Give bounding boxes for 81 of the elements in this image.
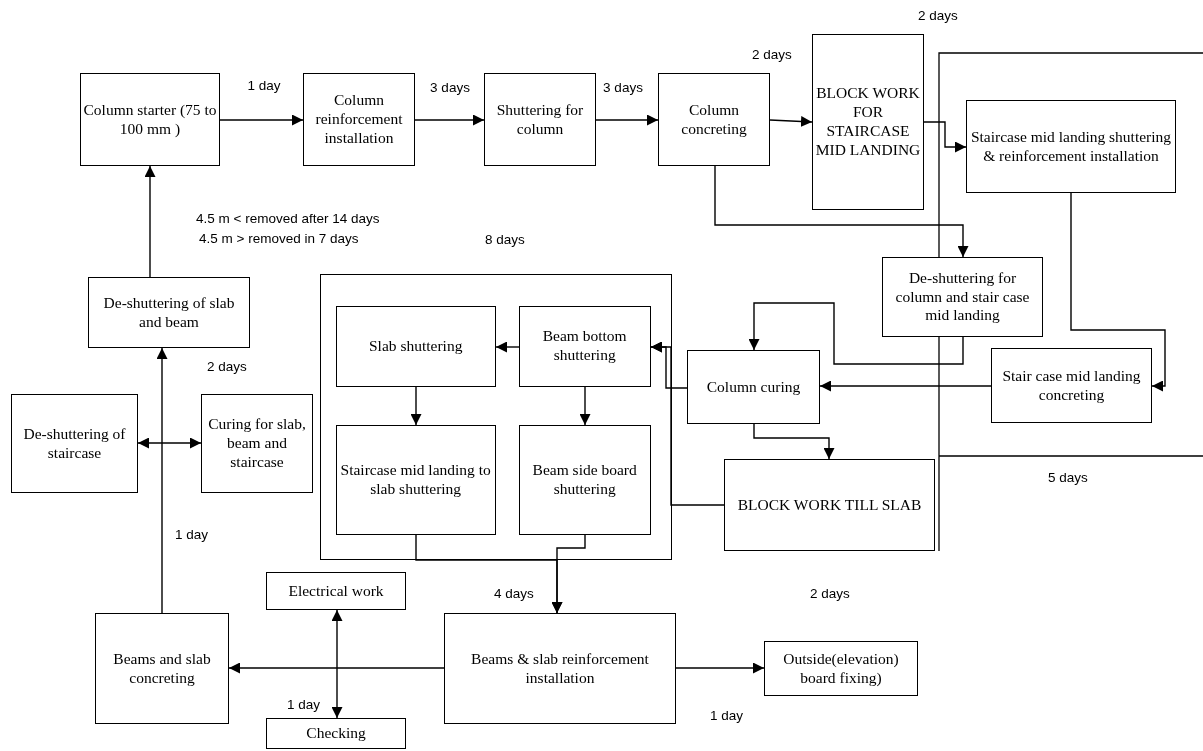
process-box xyxy=(764,641,918,696)
process-box xyxy=(882,257,1043,337)
process-box xyxy=(966,100,1176,193)
box-label: BLOCK WORK TILL SLAB xyxy=(737,495,922,515)
box-label: Shuttering for column xyxy=(495,100,585,139)
arrow xyxy=(495,341,520,353)
arrow xyxy=(714,165,969,258)
group-frame xyxy=(320,274,672,560)
arrow xyxy=(414,114,485,126)
box-label: Outside(elevation) board fixing) xyxy=(782,649,900,688)
arrow xyxy=(1070,192,1166,392)
duration-note: 5 days xyxy=(1048,470,1088,486)
duration-note: 2 days xyxy=(207,359,247,375)
process-box xyxy=(95,613,229,724)
arrow xyxy=(579,386,591,426)
box-label: Slab shuttering xyxy=(368,336,463,356)
box-label: Column curing xyxy=(706,377,801,397)
arrow xyxy=(595,114,659,126)
arrow xyxy=(219,114,304,126)
box-label: Column concreting xyxy=(680,100,748,139)
arrow xyxy=(650,341,725,506)
process-box xyxy=(335,305,496,387)
box-label: Checking xyxy=(306,724,366,743)
process-box xyxy=(444,613,676,724)
duration-note: 1 day xyxy=(710,708,744,724)
arrow xyxy=(753,423,835,460)
process-box xyxy=(687,350,820,424)
edge-label: 1 day xyxy=(246,78,282,94)
arrow xyxy=(156,347,168,614)
process-box xyxy=(991,348,1152,423)
edge-label: 3 days xyxy=(602,80,644,96)
arrow xyxy=(331,609,343,719)
box-label: Staircase mid landing shuttering & reinforcement installation xyxy=(969,127,1173,166)
process-box xyxy=(266,572,406,610)
arrow xyxy=(748,302,964,365)
process-box xyxy=(658,73,770,166)
arrow xyxy=(228,662,445,674)
arrow xyxy=(137,437,202,449)
process-box xyxy=(201,394,313,493)
box-label: Electrical work xyxy=(288,581,384,601)
arrow xyxy=(769,116,813,127)
box-label: Stair case mid landing concreting xyxy=(1001,366,1142,405)
process-box xyxy=(11,394,138,493)
box-label: Column reinforcement installation xyxy=(314,91,404,148)
process-box xyxy=(518,305,651,387)
edge-label: 3 days xyxy=(429,80,471,96)
box-label: Column starter (75 to 100 mm ) xyxy=(83,100,217,139)
box-label: Beam side board shuttering xyxy=(531,460,638,499)
box-label: Staircase mid landing to slab shuttering xyxy=(339,460,492,499)
box-label: Beams and slab concreting xyxy=(112,649,212,688)
duration-note: 2 days xyxy=(810,586,850,602)
duration-note: 2 days xyxy=(752,47,792,63)
process-box xyxy=(266,718,406,749)
arrow xyxy=(144,165,156,278)
duration-note: 1 day xyxy=(175,527,209,543)
box-label: De-shuttering of staircase xyxy=(22,424,127,463)
duration-note: 4.5 m < removed after 14 days xyxy=(196,211,380,227)
process-box xyxy=(724,459,935,551)
box-label: De-shuttering of slab and beam xyxy=(102,293,236,332)
process-box xyxy=(335,424,496,535)
duration-note: 8 days xyxy=(485,232,525,248)
arrow xyxy=(819,380,992,392)
process-box xyxy=(484,73,596,166)
process-box xyxy=(80,73,220,166)
arrow xyxy=(675,662,765,674)
process-box xyxy=(518,424,651,535)
process-box xyxy=(303,73,415,166)
box-label: De-shuttering for column and stair case mid landing xyxy=(894,268,1031,326)
duration-note: 2 days xyxy=(918,8,958,24)
box-label: BLOCK WORK FOR STAIRCASE MID LANDING xyxy=(815,84,921,160)
process-box xyxy=(812,34,924,210)
box-label: Curing for slab, beam and staircase xyxy=(207,415,307,472)
arrow xyxy=(923,121,967,153)
box-label: Beams & slab reinforcement installation xyxy=(470,649,650,688)
arrow xyxy=(551,534,586,614)
duration-note: 4 days xyxy=(494,586,534,602)
arrow xyxy=(410,386,422,426)
duration-note: 1 day xyxy=(287,697,321,713)
box-label: Beam bottom shuttering xyxy=(541,327,628,366)
duration-note: 4.5 m > removed in 7 days xyxy=(199,231,359,247)
process-box xyxy=(88,277,250,348)
